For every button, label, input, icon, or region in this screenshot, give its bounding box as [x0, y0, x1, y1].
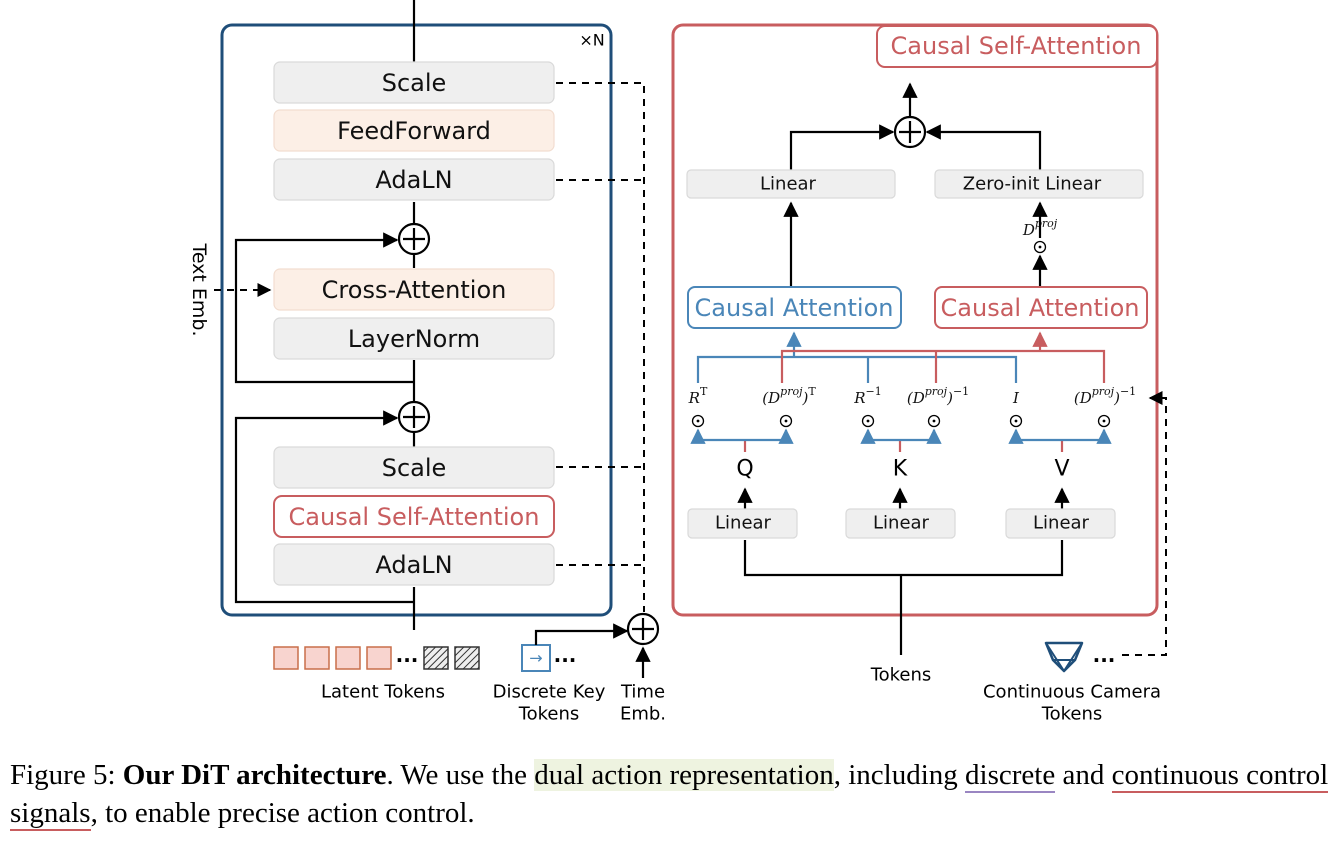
discrete-key-label-1: Discrete Key: [493, 682, 606, 703]
discrete-key-tokens: → ... Discrete Key Tokens: [493, 623, 629, 725]
caption-part4: , to enable precise action control.: [90, 797, 475, 829]
time-emb: Time Emb.: [620, 612, 666, 725]
layernorm-box: [273, 317, 555, 360]
odot-icon: [779, 414, 793, 428]
caption-highlight: dual action representation: [534, 759, 834, 791]
rt-label: RT: [688, 385, 708, 408]
time-emb-label-2: Emb.: [620, 704, 666, 725]
plus-circle-icon: [397, 222, 431, 256]
odot-icon: [927, 414, 941, 428]
dproj-inv-v-label: (Dproj)−1: [1074, 385, 1136, 408]
caption-prefix: Figure 5:: [10, 759, 123, 791]
scale-top-box: [273, 61, 555, 104]
text-emb-label: Text Emb.: [188, 242, 210, 336]
cross-attention-box: [273, 268, 555, 311]
discrete-ellipsis: ...: [554, 643, 577, 667]
caption-discrete: discrete: [965, 759, 1056, 793]
arrow-key-icon: [521, 644, 551, 672]
repeat-label: ×N: [579, 31, 604, 50]
adaln-bottom-box: [273, 543, 555, 586]
adaln-bottom-label: AdaLN: [375, 551, 452, 579]
identity-label: I: [1012, 389, 1020, 407]
k-label: K: [893, 457, 908, 482]
odot-icon: [1033, 240, 1047, 254]
causal-attention-blue-box: [687, 286, 902, 329]
continuous-camera-label-1: Continuous Camera: [983, 682, 1161, 703]
caption-continuous: continuous control signals: [10, 759, 1329, 831]
adaln-top-label: AdaLN: [375, 166, 452, 194]
linear-out-label: Linear: [760, 174, 817, 195]
caption-part1: . We use the: [386, 759, 535, 791]
scale-bottom-box: [273, 446, 555, 489]
odot-icon: [691, 414, 705, 428]
q-label: Q: [736, 457, 753, 482]
cross-attention-label: Cross-Attention: [322, 276, 507, 304]
caption-bold: Our DiT architecture: [122, 759, 387, 791]
scale-top-label: Scale: [382, 69, 447, 97]
plus-circle-icon: [626, 612, 660, 646]
scale-bottom-label: Scale: [382, 454, 447, 482]
latent-tokens-label: Latent Tokens: [321, 682, 445, 703]
v-label: V: [1054, 457, 1069, 482]
zero-init-linear-label: Zero-init Linear: [963, 174, 1102, 195]
discrete-key-label-2: Tokens: [518, 704, 580, 725]
linear-out-box: [686, 169, 896, 199]
linear-q-label: Linear: [715, 513, 772, 534]
plus-circle-icon: [397, 400, 431, 434]
dit-block-frame: [220, 23, 613, 617]
tokens-label: Tokens: [870, 665, 932, 686]
rinv-label: R−1: [853, 385, 882, 408]
causal-self-attention-box: [273, 495, 555, 538]
linear-k-label: Linear: [873, 513, 930, 534]
causal-attention-red-box: [934, 286, 1148, 329]
odot-icon: [1009, 414, 1023, 428]
causal-self-attention-label: Causal Self-Attention: [289, 503, 540, 531]
dproj-t-label: (Dproj)T: [762, 385, 816, 408]
camera-frustum-icon: [1044, 641, 1084, 673]
linear-v-box: [1005, 508, 1116, 539]
figure-caption: Figure 5: Our DiT architecture. We use t…: [10, 756, 1340, 832]
latent-ellipsis: ...: [396, 643, 419, 667]
adaln-top-box: [273, 158, 555, 201]
causal-attention-blue-label: Causal Attention: [695, 294, 894, 322]
linear-k-box: [845, 508, 956, 539]
dit-block: ×N Scale FeedForward AdaLN Cro: [188, 0, 645, 630]
feedforward-label: FeedForward: [337, 117, 491, 145]
right-block-title-box: [876, 25, 1158, 68]
caption-part2: , including: [833, 759, 966, 791]
dproj-inv-k-label: (Dproj)−1: [907, 385, 969, 408]
feedforward-box: [273, 109, 555, 152]
time-emb-label-1: Time: [620, 682, 665, 703]
odot-icon: [861, 414, 875, 428]
caption-part3: and: [1055, 759, 1112, 791]
latent-tokens: ... Latent Tokens: [273, 643, 480, 703]
continuous-camera-tokens: ... Continuous Camera Tokens: [983, 391, 1167, 725]
causal-self-attention-detail: Causal Self-Attention Linear Zero-init L…: [671, 23, 1159, 655]
linear-q-box: [687, 508, 798, 539]
odot-icon: [1097, 414, 1111, 428]
right-block-title: Causal Self-Attention: [891, 32, 1142, 60]
continuous-camera-label-2: Tokens: [1041, 704, 1103, 725]
zero-init-linear-box: [934, 169, 1144, 199]
svg-text:→: →: [529, 649, 542, 668]
camera-ellipsis: ...: [1093, 643, 1116, 667]
dit-architecture-diagram: ×N Scale FeedForward AdaLN Cro: [188, 0, 1167, 725]
plus-circle-icon: [893, 115, 927, 149]
layernorm-label: LayerNorm: [348, 325, 480, 353]
causal-attention-red-label: Causal Attention: [941, 294, 1140, 322]
linear-v-label: Linear: [1033, 513, 1090, 534]
